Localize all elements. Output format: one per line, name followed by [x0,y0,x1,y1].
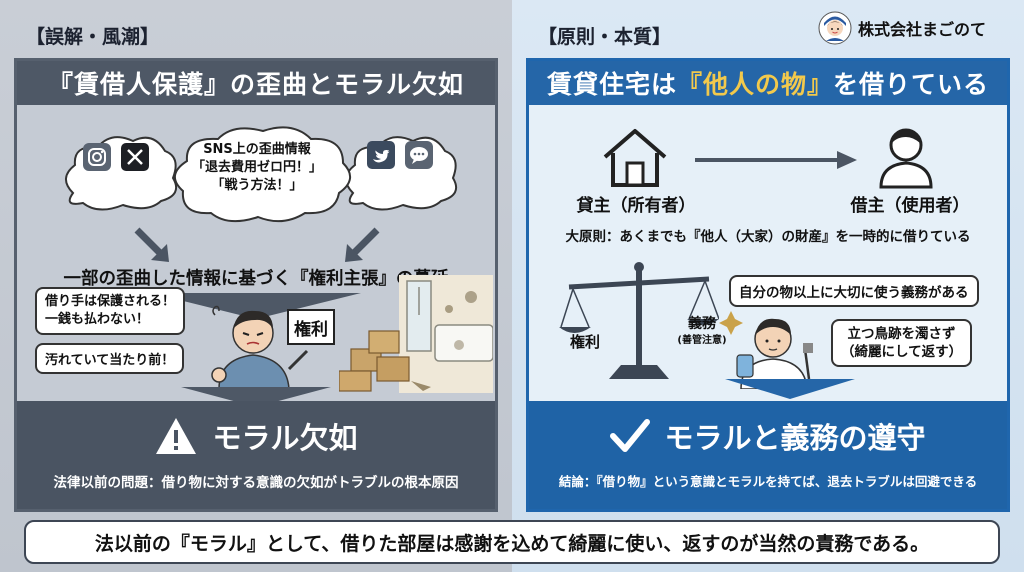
proverb-line2: （綺麗にして返す） [841,344,963,360]
owner-to-user-arrow [695,151,857,169]
house-icon [603,129,667,187]
left-chevron-bottom [181,387,331,407]
left-chevron-top [151,293,361,319]
right-panel-footer: モラルと義務の遵守 結論：『借り物』という意識とモラルを持てば、退去トラブルは回… [529,401,1007,509]
left-section-tag: 【誤解・風潮】 [26,26,160,48]
spread-caption: 一部の歪曲した情報に基づく『権利主張』の蔓延 [63,269,449,289]
right-header-highlight: 『他人の物』 [676,70,833,99]
brand-mascot-icon [818,11,852,45]
chat-icon [405,141,433,169]
angry-tenant-illustration [211,305,309,389]
sns-cloud-line2: 「退去費用ゼロ円！」 [191,160,322,175]
conclusion-banner: 法以前の『モラル』として、借りた部屋は感謝を込めて綺麗に使い、返すのが当然の責務… [24,520,1000,564]
brand: 株式会社まごのて [818,8,1014,48]
warning-icon [156,418,197,454]
proverb-bubble: 立つ鳥跡を濁さず （綺麗にして返す） [831,319,973,367]
claim-bubble-1-line1: 借り手は保護される！ [45,294,176,309]
claim-bubble-1-line2: 一銭も払わない！ [45,312,150,327]
left-footer-title-row: モラル欠如 [17,411,495,461]
twitter-bird-icon [367,141,395,169]
right-footer-note: 結論：『借り物』という意識とモラルを持てば、退去トラブルは回避できる [558,474,978,489]
claim-bubble-2: 汚れていて当たり前！ [35,343,185,374]
scale-right-label: 義務 [688,316,716,332]
x-icon [121,143,149,171]
right-header-pre: 賃貸住宅は [546,70,677,99]
right-header-post: を借りている [833,70,990,99]
sns-cloud-line3: 「戦う方法！」 [211,178,303,193]
sns-cloud-line1: SNS上の歪曲情報 [203,142,311,157]
left-footer-title: モラル欠如 [212,421,358,455]
left-panel-footer: モラル欠如 法律以前の問題：借り物に対する意識の欠如がトラブルの根本原因 [17,401,495,509]
balance-scale-icon [559,262,719,379]
brand-name: 株式会社まごのて [858,20,987,39]
person-icon [879,128,933,189]
scale-right-sublabel: (善管注意) [677,335,727,346]
messy-room-illustration [339,275,493,393]
right-section-tag: 【原則・本質】 [538,26,672,48]
instagram-icon [83,143,111,171]
rights-sign: 権利 [287,309,335,345]
proverb-line1: 立つ鳥跡を濁さず [847,326,956,342]
misconception-panel: 『賃借人保護』の歪曲とモラル欠如 SNS上の歪曲情報 「退去費用ゼロ円！」 「戦… [14,58,498,512]
sns-cloud-text: SNS上の歪曲情報 「退去費用ゼロ円！」 「戦う方法！」 [187,141,327,195]
claim-bubble-1: 借り手は保護される！ 一銭も払わない！ [35,287,186,335]
scale-left-label: 権利 [569,333,600,351]
converging-arrows [134,227,380,262]
left-panel-header: 『賃借人保護』の歪曲とモラル欠如 [17,61,495,105]
principle-text: 大原則：あくまでも『他人（大家）の財産』を一時的に借りている [565,229,971,245]
right-panel-header: 賃貸住宅は 『他人の物』 を借りている [529,61,1007,105]
cleaning-tenant-illustration [719,311,813,389]
left-footer-note: 法律以前の問題：借り物に対する意識の欠如がトラブルの根本原因 [53,475,459,491]
principle-panel: 賃貸住宅は 『他人の物』 を借りている 貸主（所有者） 借主（使用者） 大原則：… [526,58,1010,512]
right-chevron [725,379,855,399]
duty-bubble: 自分の物以上に大切に使う義務がある [729,275,979,307]
owner-label: 貸主（所有者） [576,196,696,216]
checkmark-icon [610,419,651,452]
right-footer-title: モラルと義務の遵守 [664,421,926,455]
user-label: 借主（使用者） [850,196,970,216]
right-footer-title-row: モラルと義務の遵守 [529,411,1007,461]
